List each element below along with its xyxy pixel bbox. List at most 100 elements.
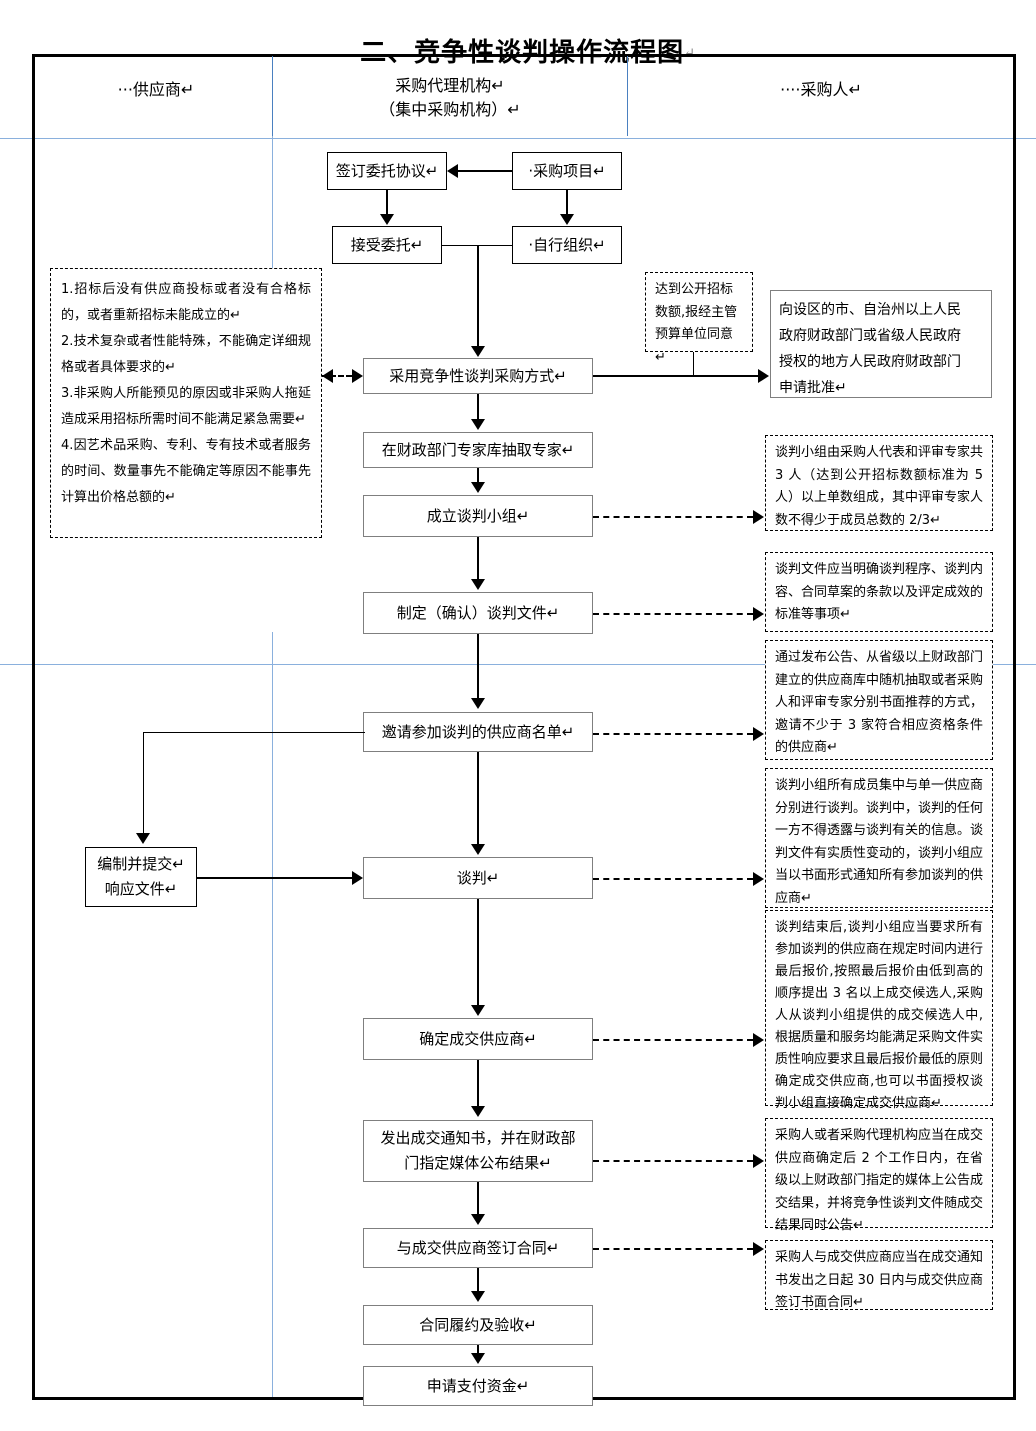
connector-sign-to-accept	[386, 190, 388, 215]
note-invite-method-text: 通过发布公告、从省级以上财政部门建立的供应商库中随机抽取或者采购人和评审专家分别…	[775, 650, 984, 755]
note-invite-method: 通过发布公告、从省级以上财政部门建立的供应商库中随机抽取或者采购人和评审专家分别…	[765, 640, 993, 760]
note-final-quote-rule-text: 谈判结束后,谈判小组应当要求所有参加谈判的供应商在规定时间内进行最后报价,按照最…	[775, 920, 984, 1111]
box-make-documents[interactable]: 制定（确认）谈判文件↵	[363, 592, 593, 634]
arrowhead-amount-to-approval	[758, 369, 769, 383]
box-invite-list[interactable]: 邀请参加谈判的供应商名单↵	[363, 712, 593, 752]
pilcrow-mark: ↵	[684, 46, 697, 61]
box-adopt-method[interactable]: 采用竞争性谈判采购方式↵	[363, 358, 593, 394]
note-contract-rule: 采购人与成交供应商应当在成交通知书发出之日起 30 日内与成交供应商签订书面合同…	[765, 1240, 993, 1310]
box-form-group-label: 成立谈判小组↵	[426, 506, 530, 525]
arrowhead-project-to-sign	[447, 164, 458, 178]
box-form-group[interactable]: 成立谈判小组↵	[363, 495, 593, 537]
note-contract-rule-text: 采购人与成交供应商应当在成交通知书发出之日起 30 日内与成交供应商签订书面合同…	[775, 1250, 984, 1310]
arrowhead-project-to-self	[560, 214, 574, 225]
box-accept-entrust[interactable]: 接受委托↵	[332, 226, 442, 264]
note-negotiation-rule: 谈判小组所有成员集中与单一供应商分别进行谈判。谈判中，谈判的任何一方不得透露与谈…	[765, 768, 993, 908]
lane-divider-2	[627, 56, 628, 136]
arrowhead-issue-to-sign	[471, 1214, 485, 1225]
page-title: 二、竞争性谈判操作流程图↵	[0, 2, 1036, 69]
arrowhead-conditions-to-adopt	[352, 369, 363, 383]
box-apply-approval[interactable]: 向设区的市、自治州以上人民 政府财政部门或省级人民政府 授权的地方人民政府财政部…	[770, 290, 992, 398]
note-conditions-text: 1.招标后没有供应商投标或者没有合格标的，或者重新招标未能成立的↵ 2.技术复杂…	[61, 282, 311, 505]
connector-sign-to-note	[593, 1248, 753, 1250]
box-issue-notice-label: 发出成交通知书，并在财政部 门指定媒体公布结果↵	[380, 1129, 576, 1172]
connector-invite-to-prepare-v	[143, 732, 144, 834]
note-announce-rule-text: 采购人或者采购代理机构应当在成交供应商确定后 2 个工作日内，在省级以上财政部门…	[775, 1128, 984, 1233]
arrowhead-form-to-make	[471, 579, 485, 590]
guide-line-vertical-left2	[272, 632, 273, 1400]
box-negotiation-label: 谈判↵	[456, 868, 500, 887]
connector-determine-to-note	[593, 1039, 753, 1041]
arrowhead-invite-to-prepare	[136, 833, 150, 844]
note-group-composition: 谈判小组由采购人代表和评审专家共 3 人（达到公开招标数额标准为 5 人）以上单…	[765, 435, 993, 531]
arrowhead-negotiation-to-determine	[471, 1005, 485, 1016]
box-make-documents-label: 制定（确认）谈判文件↵	[396, 603, 560, 622]
connector-issue-to-sign	[477, 1182, 479, 1215]
arrowhead-sign-to-perform	[471, 1291, 485, 1302]
lane-label-supplier: ···供应商↵	[117, 80, 195, 99]
connector-adopt-to-draw	[477, 394, 479, 420]
connector-make-to-note	[593, 613, 753, 615]
box-adopt-method-label: 采用竞争性谈判采购方式↵	[389, 366, 567, 385]
lane-divider-1	[272, 56, 273, 136]
arrowhead-form-to-note	[753, 510, 764, 524]
lane-header-agency: 采购代理机构↵ （集中采购机构）↵	[280, 74, 620, 122]
box-apply-approval-label: 向设区的市、自治州以上人民 政府财政部门或省级人民政府 授权的地方人民政府财政部…	[779, 302, 961, 396]
note-group-composition-text: 谈判小组由采购人代表和评审专家共 3 人（达到公开招标数额标准为 5 人）以上单…	[775, 445, 984, 528]
arrowhead-negotiation-to-note	[753, 872, 764, 886]
connector-join-to-adopt	[477, 245, 479, 347]
guide-line-middle	[0, 664, 1036, 665]
connector-negotiation-to-note	[593, 878, 753, 880]
arrowhead-sign-to-accept	[380, 214, 394, 225]
note-document-content-text: 谈判文件应当明确谈判程序、谈判内容、合同草案的条款以及评定成效的标准等事项↵	[775, 562, 984, 622]
connector-make-to-invite	[477, 634, 479, 699]
connector-draw-to-form	[477, 468, 479, 483]
note-conditions: 1.招标后没有供应商投标或者没有合格标的，或者重新招标未能成立的↵ 2.技术复杂…	[50, 268, 322, 538]
box-apply-payment-label: 申请支付资金↵	[426, 1376, 530, 1395]
arrowhead-prepare-to-negotiation	[352, 871, 363, 885]
connector-sign-to-perform	[477, 1268, 479, 1292]
box-sign-contract[interactable]: 与成交供应商签订合同↵	[363, 1228, 593, 1268]
box-purchase-project[interactable]: ·采购项目↵	[512, 152, 622, 190]
box-draw-experts[interactable]: 在财政部门专家库抽取专家↵	[363, 432, 593, 468]
connector-perform-to-payment	[477, 1345, 479, 1355]
box-self-organize[interactable]: ·自行组织↵	[512, 226, 622, 264]
note-open-tender-amount: 达到公开招标 数额,报经主管 预算单位同意↵	[645, 272, 753, 365]
lane-header-supplier: ···供应商↵	[42, 78, 270, 102]
connector-amount-to-approval	[593, 375, 758, 377]
box-negotiation[interactable]: 谈判↵	[363, 857, 593, 899]
box-purchase-project-label: ·采购项目↵	[528, 161, 606, 180]
connector-amount-down	[693, 352, 694, 376]
arrowhead-issue-to-note	[753, 1154, 764, 1168]
note-open-tender-amount-text: 达到公开招标 数额,报经主管 预算单位同意↵	[655, 282, 738, 365]
box-sign-entrust[interactable]: 签订委托协议↵	[327, 152, 447, 190]
box-perform-accept[interactable]: 合同履约及验收↵	[363, 1305, 593, 1345]
connector-invite-to-note	[593, 733, 753, 735]
arrowhead-invite-to-negotiation	[471, 844, 485, 855]
connector-project-to-sign	[458, 170, 512, 172]
arrowhead-draw-to-form	[471, 482, 485, 493]
note-final-quote-rule: 谈判结束后,谈判小组应当要求所有参加谈判的供应商在规定时间内进行最后报价,按照最…	[765, 910, 993, 1111]
arrowhead-into-conditions	[322, 369, 333, 383]
connector-issue-to-note	[593, 1160, 753, 1162]
connector-conditions-to-adopt	[322, 375, 352, 377]
box-issue-notice[interactable]: 发出成交通知书，并在财政部 门指定媒体公布结果↵	[363, 1120, 593, 1182]
box-determine-supplier-label: 确定成交供应商↵	[419, 1029, 537, 1048]
box-prepare-response-label: 编制并提交↵ 响应文件↵	[97, 855, 185, 898]
box-sign-contract-label: 与成交供应商签订合同↵	[396, 1238, 560, 1257]
connector-prepare-to-negotiation	[197, 877, 352, 879]
arrowhead-determine-to-note	[753, 1033, 764, 1047]
box-determine-supplier[interactable]: 确定成交供应商↵	[363, 1018, 593, 1060]
lane-label-agency: 采购代理机构↵ （集中采购机构）↵	[379, 76, 521, 119]
arrowhead-make-to-invite	[471, 698, 485, 709]
arrowhead-join-to-adopt	[471, 346, 485, 357]
box-apply-payment[interactable]: 申请支付资金↵	[363, 1366, 593, 1406]
connector-form-to-note	[593, 516, 753, 518]
box-perform-accept-label: 合同履约及验收↵	[419, 1315, 537, 1334]
box-prepare-response[interactable]: 编制并提交↵ 响应文件↵	[85, 847, 197, 907]
connector-form-to-make	[477, 537, 479, 580]
lane-header-purchaser: ····采购人↵	[636, 78, 1006, 102]
box-sign-entrust-label: 签订委托协议↵	[335, 161, 439, 180]
arrowhead-perform-to-payment	[471, 1353, 485, 1364]
note-negotiation-rule-text: 谈判小组所有成员集中与单一供应商分别进行谈判。谈判中，谈判的任何一方不得透露与谈…	[775, 778, 984, 906]
